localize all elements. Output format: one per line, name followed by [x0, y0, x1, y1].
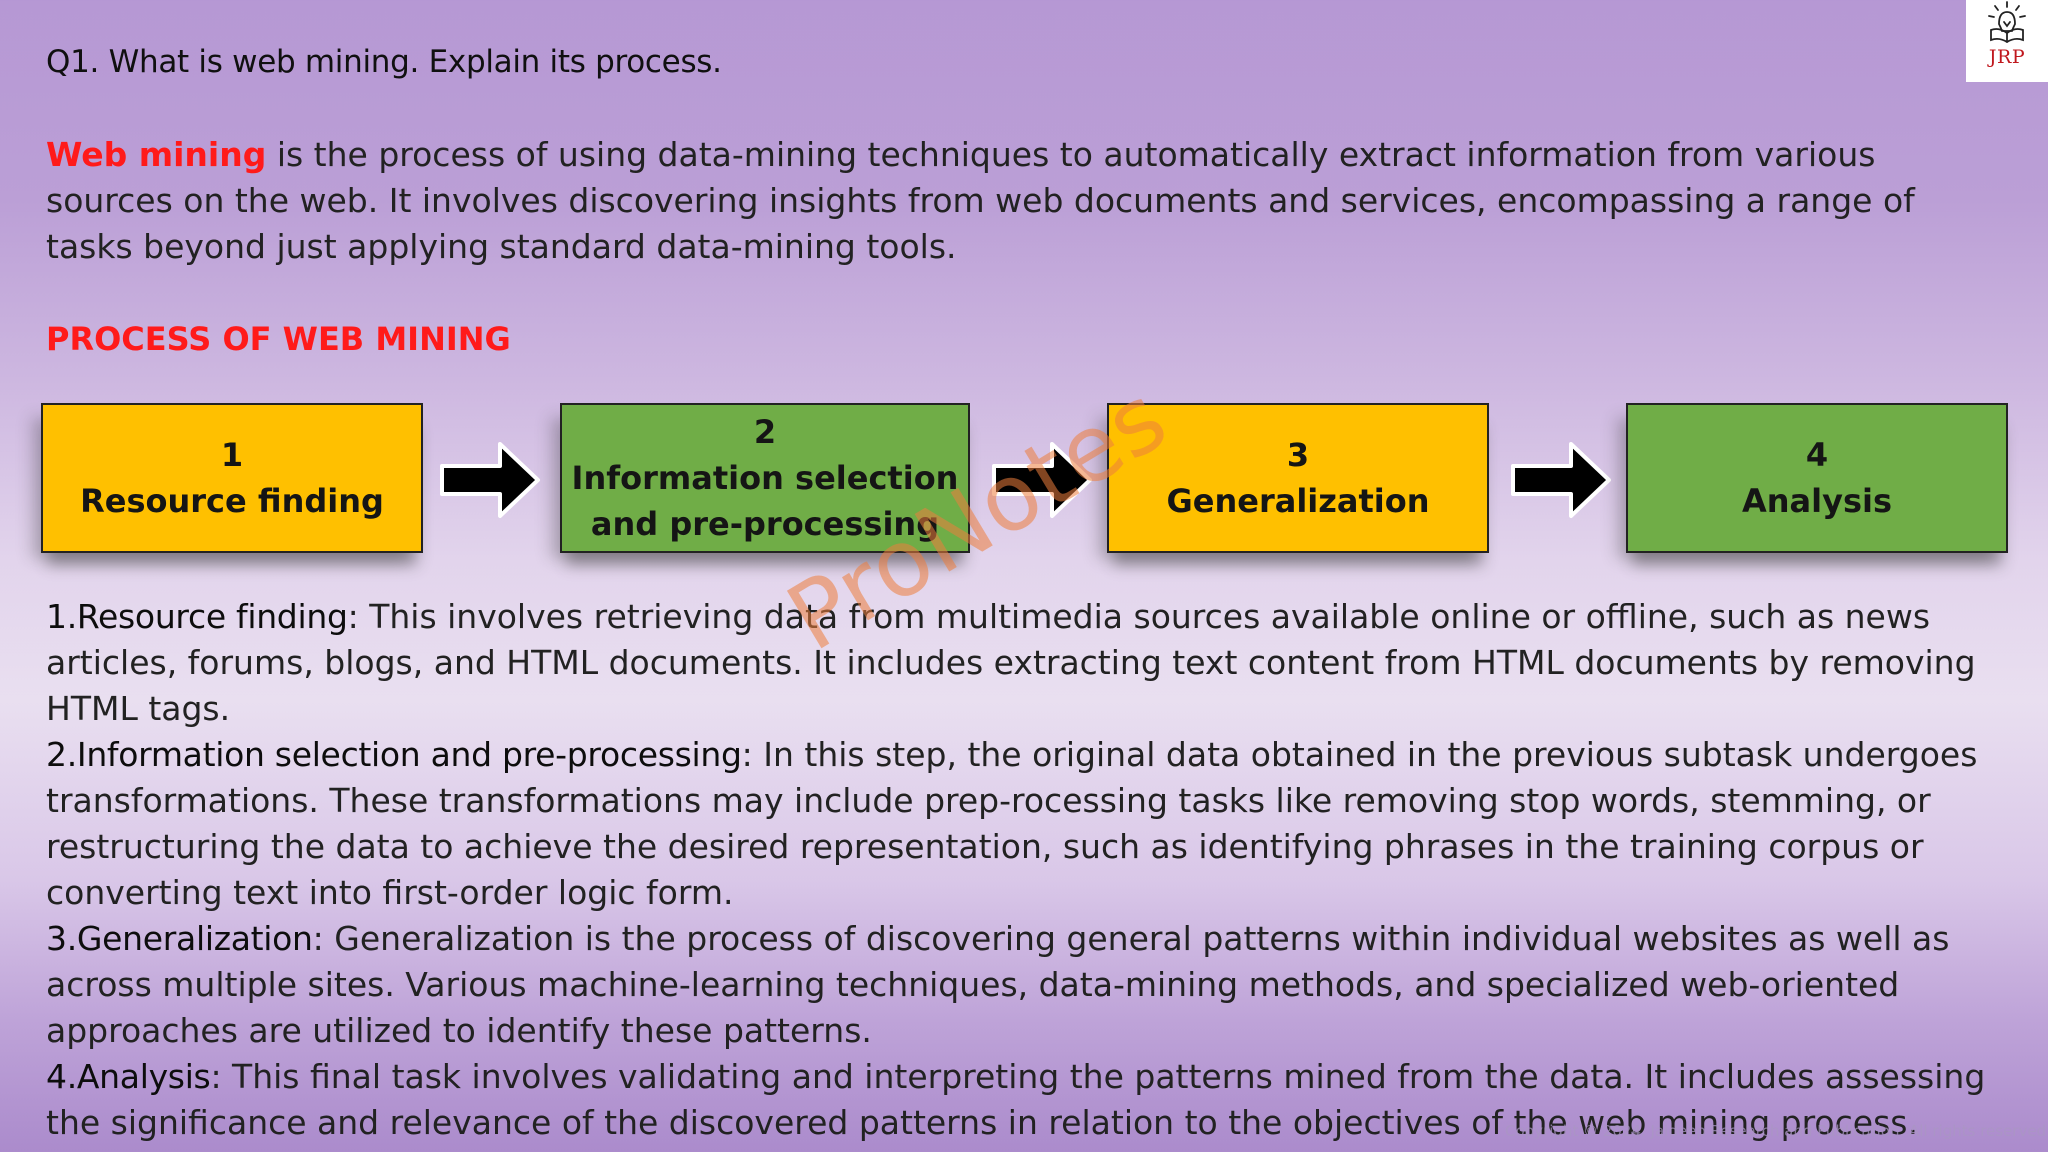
process-descriptions: 1.Resource finding: This involves retrie…: [46, 594, 2006, 1146]
description-text: : This final task involves validating an…: [46, 1057, 1986, 1142]
logo-text: JRP: [1988, 46, 2026, 68]
book-lightbulb-icon: [1988, 1, 2026, 44]
step-label: Generalization: [1166, 482, 1430, 520]
description-item: 2.Information selection and pre-processi…: [46, 732, 2006, 916]
step-label-line2: and pre-processing: [590, 505, 940, 543]
slide-title: Q1. What is web mining. Explain its proc…: [46, 44, 722, 80]
copyright-text: Copyright © 2024. Jaideep Research and P…: [1505, 1122, 2048, 1140]
description-text: : In this step, the original data obtain…: [46, 735, 1978, 912]
step-number: 3: [1286, 436, 1310, 474]
step-box-4: 4 Analysis: [1626, 403, 2008, 553]
description-term: 3.Generalization: [46, 919, 313, 958]
description-item: 4.Analysis: This final task involves val…: [46, 1054, 2006, 1146]
intro-paragraph: Web mining is the process of using data-…: [46, 132, 1986, 270]
arrow-right-icon: [440, 442, 540, 518]
intro-highlight: Web mining: [46, 135, 267, 174]
description-term: 1.Resource finding: [46, 597, 348, 636]
intro-text: is the process of using data-mining tech…: [46, 135, 1915, 266]
step-label-line1: Information selection: [571, 459, 959, 497]
step-box-1: 1 Resource finding: [41, 403, 423, 553]
step-label: Analysis: [1741, 482, 1893, 520]
logo: JRP: [1966, 0, 2048, 82]
step-box-3: 3 Generalization: [1107, 403, 1489, 553]
arrow-right-icon: [992, 442, 1092, 518]
description-text: : Generalization is the process of disco…: [46, 919, 1950, 1050]
description-item: 3.Generalization: Generalization is the …: [46, 916, 2006, 1054]
step-label: Resource finding: [80, 482, 384, 520]
step-number: 2: [753, 413, 777, 451]
description-term: 4.Analysis: [46, 1057, 211, 1096]
arrow-right-icon: [1511, 442, 1611, 518]
description-term: 2.Information selection and pre-processi…: [46, 735, 742, 774]
section-heading: PROCESS OF WEB MINING: [46, 320, 511, 358]
description-item: 1.Resource finding: This involves retrie…: [46, 594, 2006, 732]
description-text: : This involves retrieving data from mul…: [46, 597, 1976, 728]
step-number: 4: [1805, 436, 1829, 474]
step-box-2: 2 Information selection and pre-processi…: [560, 403, 970, 553]
step-number: 1: [220, 436, 244, 474]
